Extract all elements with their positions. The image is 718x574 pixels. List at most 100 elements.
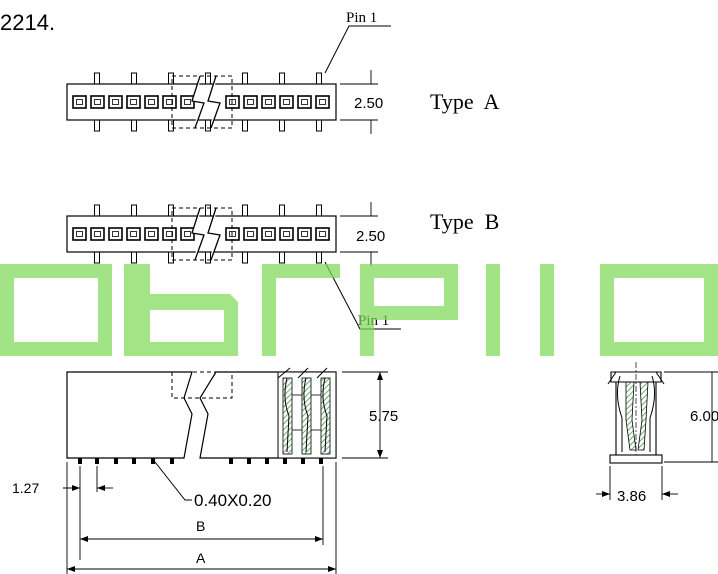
type-b-view [66,202,401,330]
pin-lead [131,251,137,264]
contact-hole-inner [184,231,191,237]
contact-hole-inner [76,231,83,237]
pin-size-dim: 0.40X0.20 [194,491,272,510]
contact-hole-inner [94,99,101,105]
contact-hole-inner [130,231,137,237]
pin-tail [78,458,82,464]
type-a-contact-holes [72,95,330,109]
pin-lead [94,251,100,264]
side-height-dim: 6.00 [690,408,718,425]
watermark-letter-3 [262,264,340,356]
pin-lead [205,251,211,264]
contact-hole-inner [265,99,272,105]
watermark-letter-6 [540,264,554,356]
pin-lead [205,72,211,85]
type-a-height-dim: 2.50 [354,95,383,112]
pin-lead [316,251,322,264]
pin-lead [168,204,174,217]
type-b-height-dim: 2.50 [356,228,385,245]
pin-lead [168,119,174,132]
contact-hole-inner [283,231,290,237]
contact-hole-inner [247,99,254,105]
pin-lead [279,119,285,132]
type-a-break-zigzag [191,75,221,129]
pin-lead [279,251,285,264]
contact-hole-inner [112,99,119,105]
side-width-dim: 3.86 [617,488,646,505]
watermark-letter-4 [360,264,458,356]
contact-hole-inner [301,231,308,237]
front-housing-left [66,371,193,459]
front-break-outline [171,371,233,399]
front-height-dim: 5.75 [369,408,398,425]
type-a-upper-pins [94,72,322,85]
pin-lead [242,204,248,217]
contact-hole-inner [265,231,272,237]
pin-lead [168,72,174,85]
pin-lead [316,119,322,132]
pin-lead [131,204,137,217]
type-a-pin1-label: Pin 1 [346,10,377,26]
pin-lead [205,119,211,132]
pin-lead [242,119,248,132]
pin-tail [229,458,233,464]
pin-tail [114,458,118,464]
dim-a-label: A [196,550,206,566]
pin-lead [316,72,322,85]
watermark-letter-5 [486,264,500,356]
contact-hole-inner [112,231,119,237]
type-b-upper-pins [94,204,322,217]
type-b-contact-holes [72,227,330,241]
type-a-view [66,25,391,134]
pin-tail [170,458,174,464]
watermark-letter-1 [0,264,112,356]
type-b-lower-pins [94,251,322,264]
pin-lead [131,72,137,85]
front-pins [78,458,323,464]
pin-tail [151,458,155,464]
type-b-label: Type B [430,209,499,234]
pin-tail [247,458,251,464]
dim-b-label: B [196,518,205,534]
pin-tail [95,458,99,464]
contact-hole-inner [130,99,137,105]
part-number: 2214. [0,10,55,35]
pin-lead [242,72,248,85]
pin-tail [283,458,287,464]
contact-hole-inner [301,99,308,105]
pin-lead [205,204,211,217]
pin-lead [131,119,137,132]
front-view [63,367,388,574]
pitch-dim: 1.27 [12,480,39,496]
contact-hole-inner [148,99,155,105]
type-a-break-outline [171,75,233,129]
contact-hatching [277,367,331,455]
pin-lead [94,119,100,132]
pin-size-leader [154,461,192,501]
pin-lead [94,72,100,85]
contact-hole-inner [76,99,83,105]
pin-tail [132,458,136,464]
type-b-break-zigzag [191,207,221,261]
type-a-label: Type A [430,89,499,114]
type-a-pin1-leader [324,25,391,74]
contact-hole-inner [319,99,326,105]
pin-tail [319,458,323,464]
side-view [596,362,718,500]
type-b-break-outline [171,207,233,261]
contact-hole-inner [247,231,254,237]
contact-hole-inner [319,231,326,237]
contact-hole-inner [283,99,290,105]
pin-lead [168,251,174,264]
contact-hole-inner [184,99,191,105]
pin-lead [279,204,285,217]
pin-tail [265,458,269,464]
pin-lead [242,251,248,264]
type-a-lower-pins [94,119,322,132]
pin-lead [279,72,285,85]
contact-hole-inner [148,231,155,237]
watermark-letter-7 [600,264,718,356]
pin-lead [94,204,100,217]
watermark-letter-2 [124,264,238,356]
